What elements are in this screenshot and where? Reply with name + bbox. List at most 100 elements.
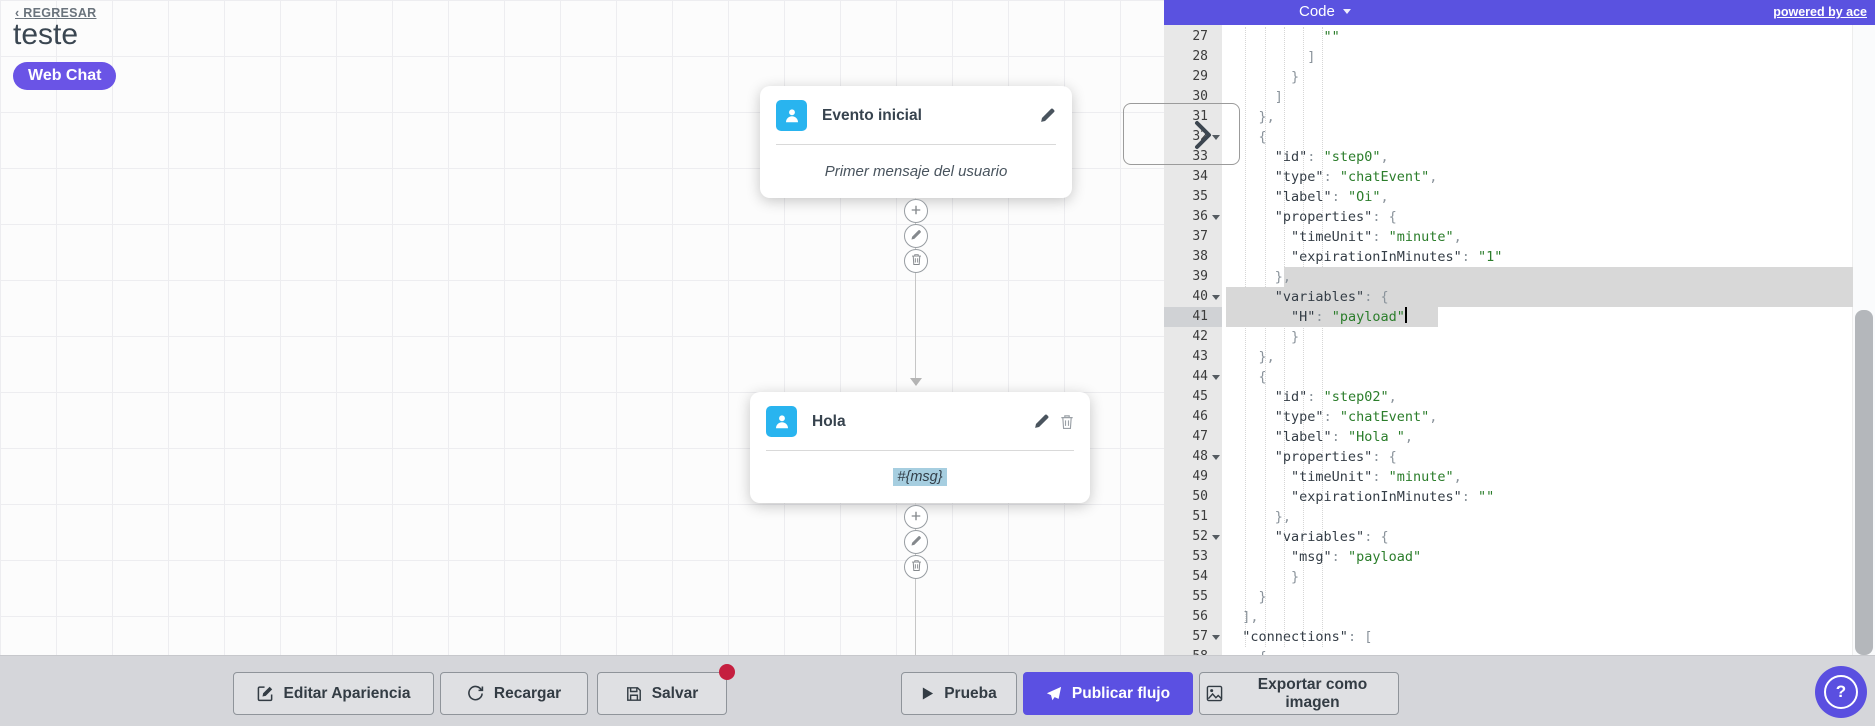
code-mode-dropdown[interactable]: Code xyxy=(1299,3,1351,20)
code-line[interactable]: "properties": { xyxy=(1274,209,1397,225)
fold-arrow-icon[interactable] xyxy=(1212,295,1220,300)
save-button[interactable]: Salvar xyxy=(597,672,727,715)
help-button[interactable]: ? xyxy=(1815,666,1867,718)
code-line[interactable]: }, xyxy=(1258,349,1275,365)
code-line[interactable]: }, xyxy=(1274,269,1292,285)
gutter-line-number[interactable]: 33 xyxy=(1192,149,1208,164)
gutter-line-number[interactable]: 39 xyxy=(1192,269,1208,284)
edit-node-button[interactable] xyxy=(1039,107,1056,124)
code-line[interactable]: } xyxy=(1291,569,1300,585)
gutter-line-number[interactable]: 38 xyxy=(1192,249,1208,264)
code-line[interactable]: "timeUnit": "minute", xyxy=(1291,469,1462,485)
gutter-line-number[interactable]: 35 xyxy=(1192,189,1208,204)
fold-arrow-icon[interactable] xyxy=(1212,635,1220,640)
plus-icon xyxy=(910,510,922,525)
add-step-button[interactable] xyxy=(904,505,928,529)
add-step-button[interactable] xyxy=(904,199,928,223)
code-line[interactable]: "expirationInMinutes": "1" xyxy=(1291,249,1503,265)
code-line[interactable]: "" xyxy=(1323,29,1340,45)
delete-node-button[interactable] xyxy=(1060,414,1074,430)
back-link[interactable]: ‹ REGRESAR xyxy=(15,6,97,20)
code-line[interactable]: "label": "Hola ", xyxy=(1274,429,1413,445)
gutter-line-number[interactable]: 52 xyxy=(1164,527,1222,547)
reload-button[interactable]: Recargar xyxy=(440,672,588,715)
pencil-icon xyxy=(1033,414,1050,433)
gutter-line-number[interactable]: 55 xyxy=(1192,589,1208,604)
code-line[interactable]: "type": "chatEvent", xyxy=(1274,409,1438,425)
fold-arrow-icon[interactable] xyxy=(1212,535,1220,540)
flow-node-evento-inicial[interactable]: Evento inicial Primer mensaje del usuari… xyxy=(760,86,1072,198)
gutter-line-number[interactable]: 46 xyxy=(1192,409,1208,424)
gutter-line-number[interactable]: 28 xyxy=(1192,49,1208,64)
edit-connection-button[interactable] xyxy=(904,224,928,248)
code-line[interactable]: "id": "step02", xyxy=(1274,389,1397,405)
publish-flow-button[interactable]: Publicar flujo xyxy=(1023,672,1193,715)
gutter-line-number[interactable]: 37 xyxy=(1192,229,1208,244)
gutter-line-number[interactable]: 30 xyxy=(1192,89,1208,104)
code-line[interactable]: "id": "step0", xyxy=(1274,149,1389,165)
code-line[interactable]: ], xyxy=(1242,609,1259,625)
vertical-scrollbar[interactable] xyxy=(1852,25,1875,726)
collapse-code-panel-button[interactable] xyxy=(1123,103,1240,165)
gutter-line-number[interactable]: 40 xyxy=(1164,287,1222,307)
user-icon xyxy=(766,406,797,437)
code-line[interactable]: { xyxy=(1258,369,1267,385)
fold-arrow-icon[interactable] xyxy=(1212,455,1220,460)
edit-node-button[interactable] xyxy=(1033,413,1050,430)
edit-appearance-button[interactable]: Editar Apariencia xyxy=(233,672,434,715)
fold-arrow-icon[interactable] xyxy=(1212,215,1220,220)
code-line[interactable]: "connections": [ xyxy=(1242,629,1373,645)
code-area[interactable]: "" ] } ] }, { "id": "step0", "type": "ch… xyxy=(1222,25,1853,726)
gutter-line-number[interactable]: 50 xyxy=(1192,489,1208,504)
gutter-line-number[interactable]: 29 xyxy=(1192,69,1208,84)
flow-node-hola[interactable]: Hola #{msg} xyxy=(750,392,1090,503)
delete-connection-button[interactable] xyxy=(904,249,928,273)
test-button[interactable]: Prueba xyxy=(901,672,1017,715)
gutter-line-number[interactable]: 42 xyxy=(1192,329,1208,344)
edit-connection-button[interactable] xyxy=(904,530,928,554)
gutter-line-number[interactable]: 34 xyxy=(1192,169,1208,184)
code-line[interactable]: "timeUnit": "minute", xyxy=(1291,229,1462,245)
play-icon xyxy=(921,686,934,701)
code-line[interactable]: "msg": "payload" xyxy=(1291,549,1422,565)
code-line[interactable]: "H": "payload" xyxy=(1291,307,1407,325)
code-line[interactable]: { xyxy=(1258,129,1267,145)
fold-arrow-icon[interactable] xyxy=(1212,375,1220,380)
code-line[interactable]: } xyxy=(1291,329,1300,345)
channel-badge: Web Chat xyxy=(13,62,117,90)
gutter-line-number[interactable]: 53 xyxy=(1192,549,1208,564)
code-line[interactable]: "type": "chatEvent", xyxy=(1274,169,1438,185)
gutter-line-number[interactable]: 56 xyxy=(1192,609,1208,624)
gutter-line-number[interactable]: 47 xyxy=(1192,429,1208,444)
code-line[interactable]: } xyxy=(1291,69,1300,85)
fold-arrow-icon[interactable] xyxy=(1212,135,1220,140)
scrollbar-thumb[interactable] xyxy=(1855,310,1873,655)
code-line[interactable]: "label": "Oi", xyxy=(1274,189,1389,205)
code-line[interactable]: "variables": { xyxy=(1274,529,1389,545)
code-line[interactable]: }, xyxy=(1274,509,1292,525)
code-line[interactable]: ] xyxy=(1307,49,1316,65)
gutter-line-number[interactable]: 49 xyxy=(1192,469,1208,484)
flow-canvas[interactable]: ‹ REGRESAR teste Web Chat Evento inicial xyxy=(0,0,1164,726)
gutter-line-number[interactable]: 57 xyxy=(1164,627,1222,647)
code-line[interactable]: "properties": { xyxy=(1274,449,1397,465)
delete-connection-button[interactable] xyxy=(904,555,928,579)
powered-by-ace-link[interactable]: powered by ace xyxy=(1773,5,1867,19)
gutter-line-number[interactable]: 45 xyxy=(1192,389,1208,404)
gutter-line-number[interactable]: 31 xyxy=(1192,109,1208,124)
code-line[interactable]: ] xyxy=(1274,89,1283,105)
gutter-line-number[interactable]: 41 xyxy=(1164,307,1222,327)
gutter-line-number[interactable]: 36 xyxy=(1164,207,1222,227)
gutter-line-number[interactable]: 54 xyxy=(1192,569,1208,584)
gutter-line-number[interactable]: 43 xyxy=(1192,349,1208,364)
code-line[interactable]: } xyxy=(1258,589,1267,605)
code-line[interactable]: "variables": { xyxy=(1274,289,1389,305)
export-image-button[interactable]: Exportar como imagen xyxy=(1199,672,1399,715)
gutter-line-number[interactable]: 44 xyxy=(1164,367,1222,387)
user-icon xyxy=(776,100,807,131)
code-line[interactable]: "expirationInMinutes": "" xyxy=(1291,489,1495,505)
gutter-line-number[interactable]: 51 xyxy=(1192,509,1208,524)
gutter-line-number[interactable]: 48 xyxy=(1164,447,1222,467)
code-line[interactable]: }, xyxy=(1258,109,1275,125)
gutter-line-number[interactable]: 27 xyxy=(1192,29,1208,44)
